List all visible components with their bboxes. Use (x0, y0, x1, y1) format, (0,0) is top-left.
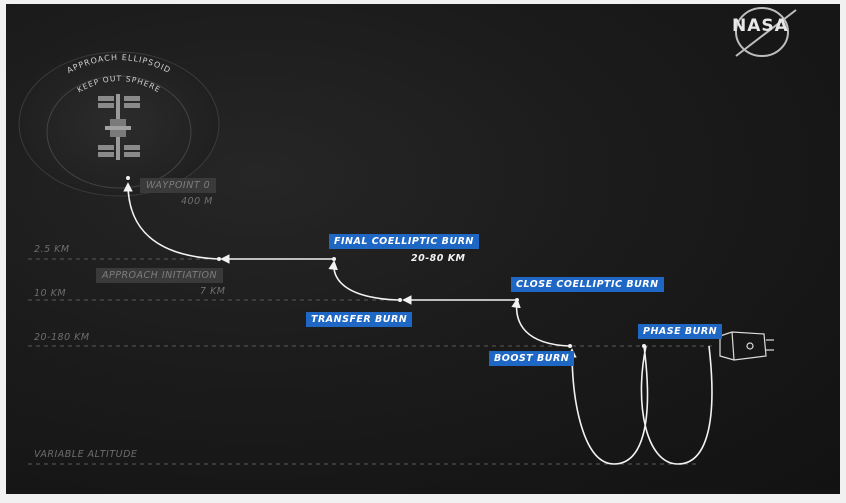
approach-arc (123, 182, 219, 260)
altitude-label-20-180km: 20-180 KM (34, 332, 90, 343)
altitude-label-variable: VARIABLE ALTITUDE (34, 449, 138, 460)
final-coelliptic-dot (332, 257, 336, 261)
space-station-icon (98, 94, 140, 160)
phase-burn-label: PHASE BURN (638, 324, 723, 339)
spacecraft-icon (719, 331, 774, 361)
waypoint-distance: 400 M (181, 196, 213, 207)
phase-dot (642, 344, 646, 348)
nasa-logo-text: NASA (732, 16, 789, 36)
transfer-dot (398, 298, 402, 302)
boost-burn-label: BOOST BURN (489, 351, 575, 366)
approach-initiation-distance: 7 KM (200, 286, 226, 297)
final-coelliptic-burn-label: FINAL COELLIPTIC BURN (329, 234, 479, 249)
phase-loop-2 (640, 345, 713, 465)
transfer-arc (328, 260, 399, 301)
rendezvous-diagram: APPROACH ELLIPSOID KEEP OUT SPHERE (18, 51, 774, 465)
boost-dot (568, 344, 572, 348)
altitude-label-2-5km: 2.5 KM (34, 244, 70, 255)
boost-arc (511, 298, 570, 347)
nasa-logo-icon: NASA (722, 6, 812, 64)
approach-initiation-dot (217, 257, 221, 261)
keep-out-sphere (46, 75, 192, 189)
close-coelliptic-dot (515, 298, 519, 302)
diagram-stage: APPROACH ELLIPSOID KEEP OUT SPHERE NASA … (6, 4, 840, 494)
altitude-label-10km: 10 KM (34, 288, 67, 299)
waypoint-dot (126, 176, 130, 180)
approach-initiation-label: APPROACH INITIATION (96, 268, 224, 283)
transfer-burn-label: TRANSFER BURN (306, 312, 413, 327)
phase-loop-1 (567, 345, 649, 465)
close-coelliptic-burn-label: CLOSE COELLIPTIC BURN (511, 277, 664, 292)
final-coelliptic-distance: 20-80 KM (411, 253, 466, 264)
waypoint-label: WAYPOINT 0 (140, 178, 217, 193)
